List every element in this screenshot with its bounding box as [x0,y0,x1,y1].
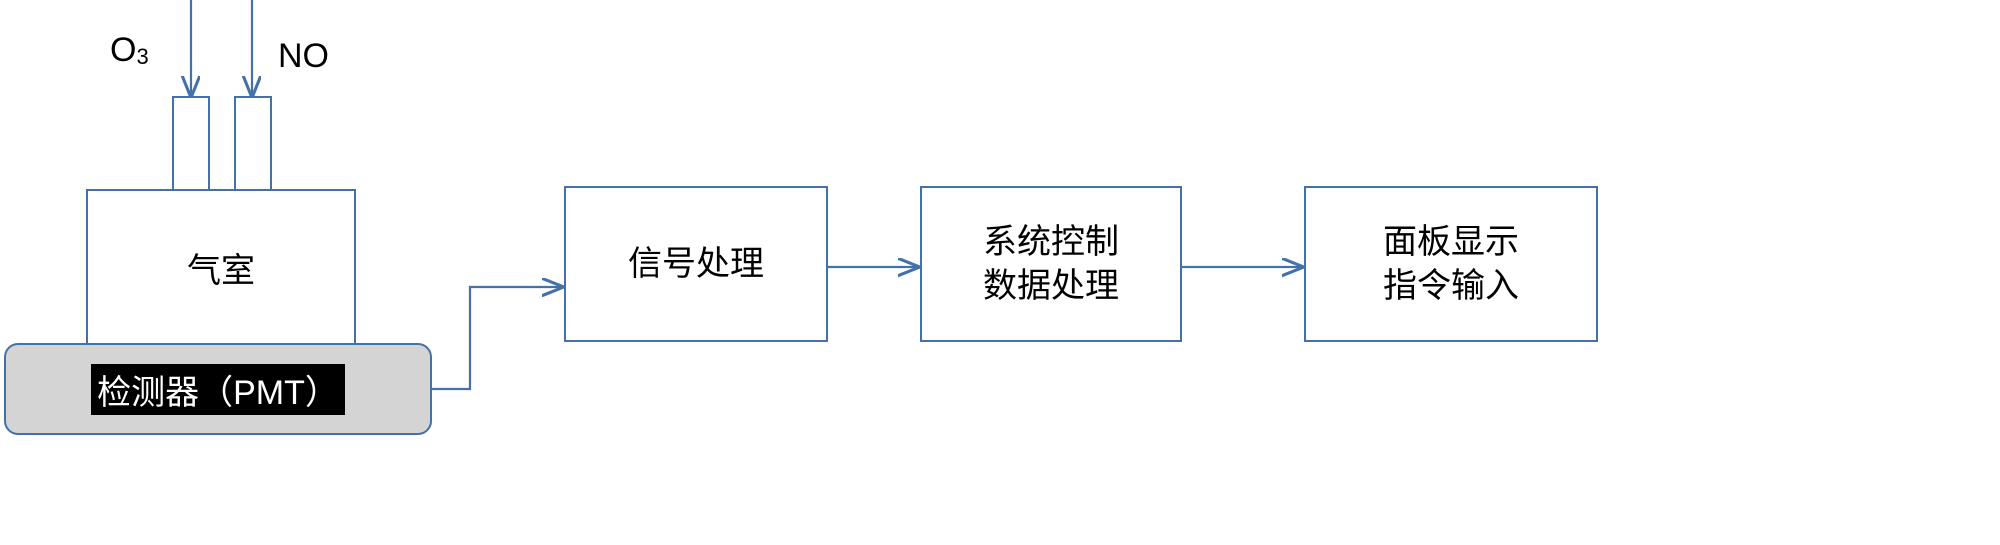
inlet-tube-ozone [172,96,210,191]
connector-detector-to-signal [430,287,562,391]
inlet-label-no: NO [278,36,329,75]
panel-display-box[interactable]: 面板显示 指令输入 [1304,186,1598,342]
gas-chamber-box[interactable]: 气室 [86,189,356,345]
detector-pmt-box[interactable]: 检测器（PMT） [4,343,432,435]
signal-processing-box[interactable]: 信号处理 [564,186,828,342]
system-control-label: 系统控制 数据处理 [983,222,1119,305]
gas-chamber-label: 气室 [187,251,255,290]
system-control-box[interactable]: 系统控制 数据处理 [920,186,1182,342]
detector-pmt-label: 检测器（PMT） [91,363,345,415]
inlet-tube-no [234,96,272,191]
panel-display-label: 面板显示 指令输入 [1383,222,1519,305]
signal-processing-label: 信号处理 [628,244,764,283]
